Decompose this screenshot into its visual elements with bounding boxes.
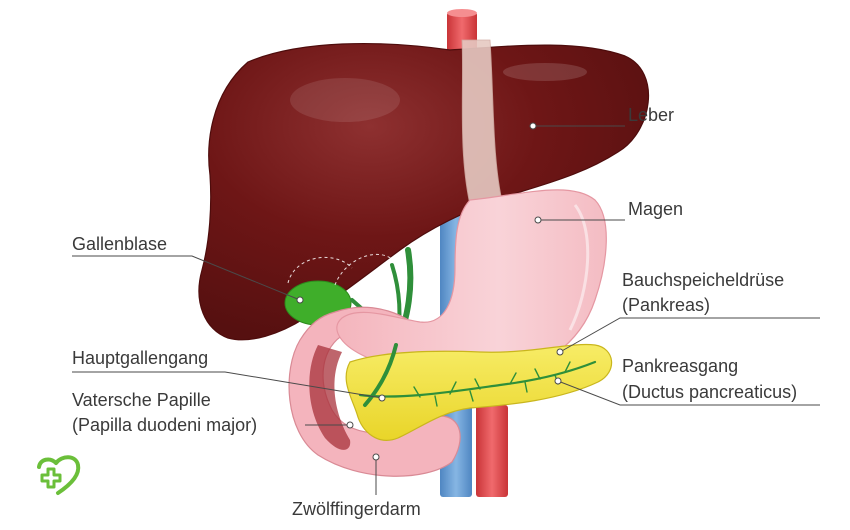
label-common-bile-duct: Hauptgallengang [72, 348, 208, 368]
label-papilla-sub: (Papilla duodeni major) [72, 415, 257, 435]
label-duodenum: Zwölffingerdarm [292, 499, 421, 519]
label-liver: Leber [628, 105, 674, 125]
pancreas [345, 343, 613, 441]
liver [198, 42, 650, 341]
label-pancreatic-duct-sub: (Ductus pancreaticus) [622, 382, 797, 402]
pancreatic-duct [358, 343, 597, 407]
leader-lines [72, 122, 820, 495]
label-papilla: Vatersche Papille [72, 390, 211, 410]
label-gallbladder: Gallenblase [72, 234, 167, 254]
label-pancreas: Bauchspeicheldrüse [622, 270, 784, 290]
label-stomach: Magen [628, 199, 683, 219]
label-pancreatic-duct: Pankreasgang [622, 356, 738, 376]
health-cross-heart-icon [37, 455, 81, 495]
label-pancreas-sub: (Pankreas) [622, 295, 710, 315]
